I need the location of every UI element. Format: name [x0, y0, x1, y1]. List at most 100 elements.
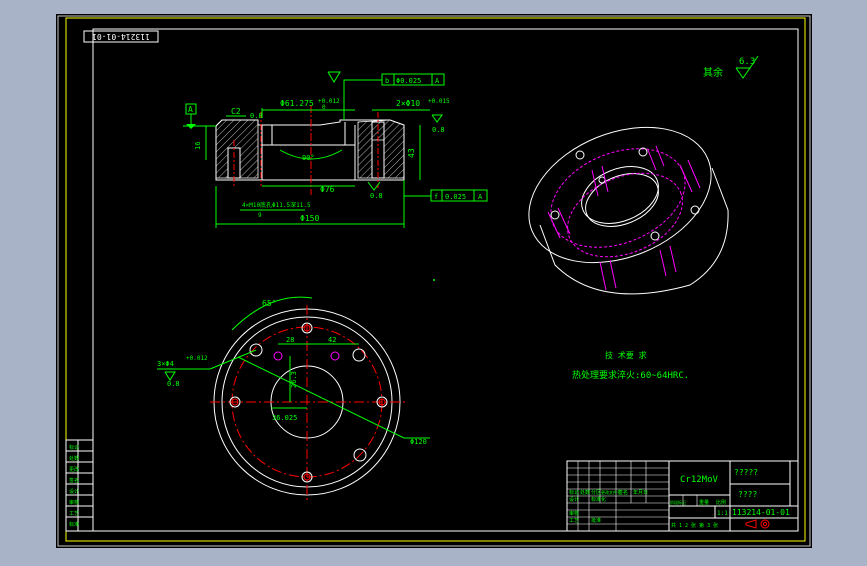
iso-hole-3 [550, 210, 560, 220]
roughness-symbol-tail [749, 55, 759, 69]
code-main: 113214-01-01 [732, 508, 790, 517]
dim-3x4-leader [209, 349, 257, 370]
section-view[interactable]: A C2 0.8 Φ61.275 +0.012 0 2×Φ10 +0.015 0… [183, 71, 488, 228]
plan-view[interactable]: 65° 28 42 3×Φ4 +0.012 0.8 26.3 36.025 Φ1… [157, 296, 430, 500]
tb-label-3: 更改文件号 [601, 489, 621, 495]
dia-150: Φ150 [300, 214, 319, 223]
left-strip-2: 更改 [69, 466, 79, 473]
inner-frame [92, 28, 799, 532]
dia-120-leader [237, 356, 405, 439]
tol-plus012: +0.012 [318, 98, 340, 105]
tb-label-9: 工艺 [569, 518, 579, 524]
iso-hole-1 [575, 150, 585, 160]
angle-90-arc [279, 149, 343, 160]
rough-08-a: 0.8 [250, 112, 263, 120]
iso-bore [581, 166, 659, 224]
tb-label-10: 批准 [591, 517, 601, 524]
angle-65: 65° [262, 299, 276, 308]
title-block[interactable] [566, 460, 799, 532]
tb-label-1: 处数 [580, 489, 590, 496]
gdt-b-sym: b [385, 77, 389, 85]
iso-top-rim [528, 126, 712, 264]
angle-65-arc [231, 296, 313, 331]
dim-16: 16 [194, 142, 202, 150]
left-strip-0: 标记 [69, 444, 79, 451]
gdt-b-leader [343, 79, 382, 120]
title-mid: ???? [738, 490, 757, 499]
two-dia10-label: 2×Φ10 [396, 99, 420, 108]
dia-61-label: Φ61.275 [280, 99, 314, 108]
dia-76: Φ76 [320, 185, 335, 194]
rough-b-icon [431, 114, 443, 123]
plan-rough-icon [164, 371, 176, 381]
plan-tol-plus012: +0.012 [186, 355, 208, 362]
iso-hidden-pins [547, 145, 701, 291]
gdt-b-val: Φ0.025 [396, 77, 421, 85]
isometric-view[interactable] [509, 102, 732, 295]
rough-08-c: 0.8 [370, 192, 383, 200]
title-top: ????? [734, 468, 758, 477]
dim-43: 43 [407, 148, 416, 158]
tech-title: 技 术要 求 [605, 350, 647, 360]
rotated-code-box [83, 30, 159, 43]
left-strip-1: 处数 [69, 455, 79, 462]
tol-plus015: +0.015 [428, 98, 450, 105]
tol-zero: 0 [322, 104, 326, 111]
iso-hole-4 [650, 231, 660, 241]
left-strip-4: 设计 [69, 488, 79, 495]
tb-label-2: 分区 [591, 489, 601, 496]
tb-label-7: 标准化 [591, 496, 606, 503]
rough-c-icon [367, 181, 381, 191]
scale: 1:1 [717, 510, 728, 517]
iso-hole-2 [638, 147, 648, 157]
dim-28: 28 [286, 336, 294, 344]
tb-label-4: 签名 [618, 489, 628, 496]
plan-rough-08: 0.8 [167, 380, 180, 388]
projection-symbol-icon [745, 519, 770, 529]
plan-holes [229, 322, 388, 483]
iso-hole-5 [690, 205, 700, 215]
dim-36025: 36.025 [272, 414, 297, 422]
rough-08-b: 0.8 [432, 126, 445, 134]
chamfer-label: C2 [231, 107, 241, 116]
dim-3x4: 3×Φ4 [157, 360, 174, 368]
datum-a: A [188, 105, 193, 114]
tb-label-12: 重量 [699, 499, 709, 506]
tech-text: 热处理要求淬火:60~64HRC. [572, 369, 689, 381]
tb-label-6: 设计 [569, 496, 579, 503]
left-strip-3: 签名 [69, 477, 79, 484]
gdt-b-ref: A [435, 77, 440, 85]
left-strip-7: 标准 [69, 521, 79, 528]
thread-note: 4×M10底孔Φ11.5深11.5 [242, 201, 311, 209]
roughness-symbol-icon [735, 67, 751, 79]
sheet-outer-border [57, 15, 811, 547]
iso-body-side [539, 167, 729, 295]
dim-9: 9 [258, 212, 262, 219]
roughness-note: 其余 [703, 66, 723, 79]
gdt-f-ref: A [478, 193, 483, 201]
tb-label-11: 阶段标记 [670, 499, 686, 505]
gdt-f-sym: f [434, 193, 438, 201]
material: Cr12MoV [680, 475, 719, 485]
outer-frame [65, 17, 806, 542]
dia-120: Φ120 [410, 438, 427, 446]
dim-263: 26.3 [290, 371, 298, 388]
gdt-f-val: 0.025 [445, 193, 466, 201]
rough-top-icon [327, 71, 341, 83]
rotated-code: 113214-01-01 [92, 32, 150, 41]
stray-point [433, 279, 435, 281]
tb-label-5: 年月日 [633, 489, 648, 496]
dim-42: 42 [328, 336, 336, 344]
left-strip-table [65, 439, 94, 532]
tb-label-0: 标记 [569, 489, 579, 496]
left-strip-5: 审核 [69, 499, 79, 506]
sheet-info: 共 1 2 张 第 3 张 [671, 522, 718, 529]
tb-label-13: 比例 [716, 499, 726, 506]
tb-label-8: 审核 [569, 510, 579, 517]
iso-bore-inner [585, 173, 659, 227]
iso-bolt-circle-lower [567, 172, 683, 258]
left-strip-6: 工艺 [69, 511, 79, 517]
angle-90: 90° [302, 154, 315, 162]
